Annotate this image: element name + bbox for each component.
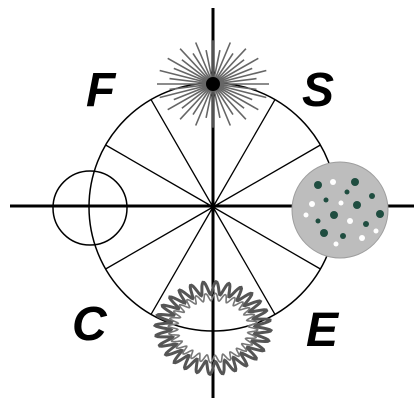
- disc-dot: [351, 178, 359, 186]
- starburst-ray: [213, 84, 258, 110]
- disc-dot: [334, 242, 339, 247]
- starburst-ray: [213, 84, 246, 119]
- label-c: C: [72, 298, 108, 351]
- disc-dot: [330, 211, 338, 219]
- disc-dot: [374, 229, 379, 234]
- starburst-ray: [213, 58, 258, 84]
- wheel-spoke: [106, 207, 213, 269]
- disc-dot: [353, 201, 361, 209]
- label-f: F: [86, 64, 117, 117]
- label-s: S: [302, 64, 334, 117]
- dotted-disc-icon: [292, 162, 388, 258]
- starburst-ray: [213, 49, 246, 84]
- wheel-spoke: [151, 100, 213, 207]
- starburst-ray: [168, 58, 213, 84]
- disc-dot: [339, 201, 344, 206]
- label-e: E: [306, 304, 340, 357]
- disc-dot: [314, 181, 322, 189]
- disc-dot: [309, 201, 315, 207]
- wheel-spoke: [213, 100, 275, 207]
- disc-dot: [345, 190, 350, 195]
- disc-dot: [304, 213, 309, 218]
- disc-dot: [316, 219, 321, 224]
- disc-dot: [369, 193, 375, 199]
- disc-dot: [363, 221, 369, 227]
- disc-dot: [376, 210, 384, 218]
- starburst-ray: [180, 84, 213, 119]
- disc-dot: [359, 235, 365, 241]
- wheel-spoke: [106, 145, 213, 207]
- starburst-ray: [180, 49, 213, 84]
- starburst-ray: [168, 84, 213, 110]
- disc-dot: [320, 229, 328, 237]
- disc-dot: [324, 198, 329, 203]
- disc-dot: [347, 218, 353, 224]
- small-left-circle: [53, 171, 127, 245]
- starburst-center-dot: [206, 77, 220, 91]
- disc-dot: [330, 179, 336, 185]
- disc-dot: [340, 233, 346, 239]
